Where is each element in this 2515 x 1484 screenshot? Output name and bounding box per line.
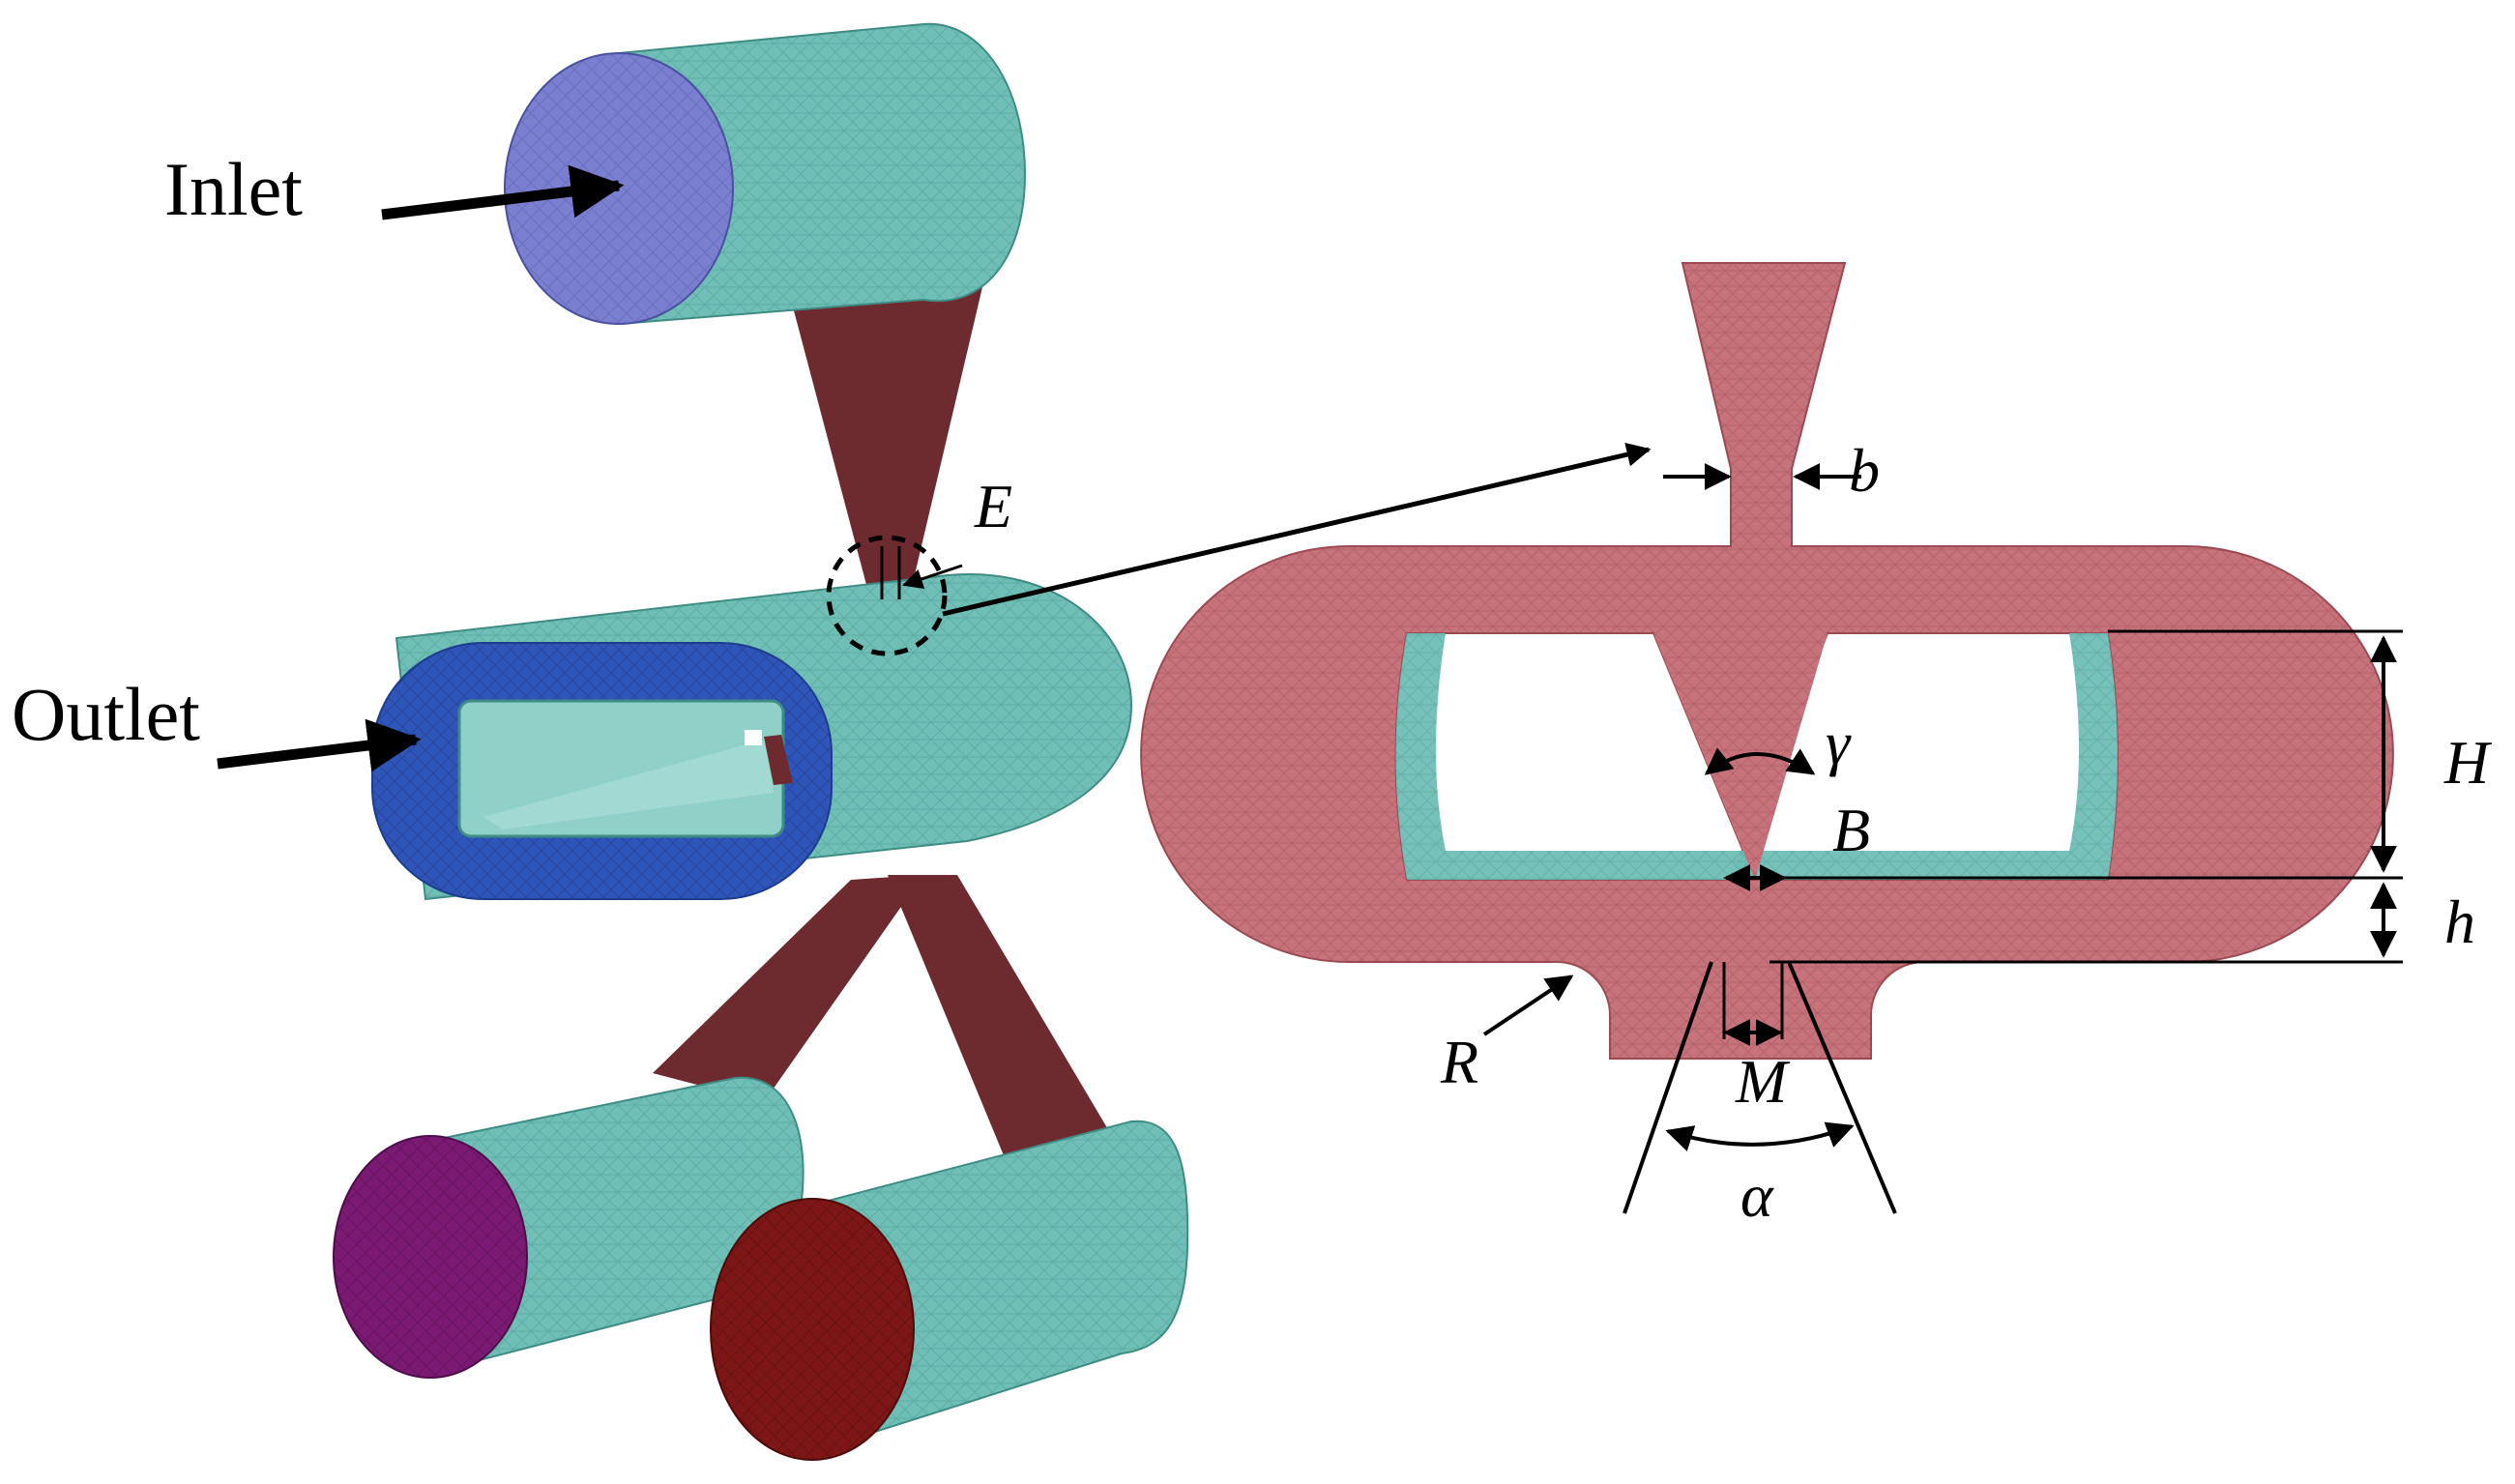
bottom-right-cylinder bbox=[710, 1120, 1189, 1461]
m-label: M bbox=[1735, 1047, 1791, 1116]
b-lower-label: b bbox=[1849, 436, 1880, 505]
gamma-arc bbox=[1704, 747, 1816, 775]
e-arrow bbox=[902, 564, 963, 589]
alpha-label: α bbox=[1740, 1161, 1774, 1230]
h-upper-label: H bbox=[2443, 728, 2493, 797]
lower-funnel-right bbox=[888, 875, 1112, 1160]
detail-leader-arrow bbox=[942, 442, 1652, 617]
b-upper-label: B bbox=[1832, 796, 1870, 864]
purple-face bbox=[333, 1135, 528, 1379]
lower-funnel-left bbox=[653, 875, 923, 1102]
detail-circle-e bbox=[826, 535, 948, 656]
r-arrow bbox=[1482, 975, 1574, 1036]
assembly-3d bbox=[217, 22, 1652, 1461]
section-view bbox=[1140, 262, 2403, 1214]
inlet-arrow bbox=[381, 164, 625, 220]
outlet-label: Outlet bbox=[12, 672, 200, 756]
e-label: E bbox=[974, 472, 1012, 540]
outlet-arrow bbox=[217, 718, 422, 772]
bottom-left-cylinder bbox=[333, 1076, 804, 1379]
cavity-right-wall bbox=[1731, 633, 2118, 880]
gamma-label: γ bbox=[1826, 709, 1852, 777]
inlet-cylinder bbox=[504, 22, 1027, 326]
cavity-left-wall bbox=[1395, 633, 1755, 880]
outlet-body bbox=[371, 573, 1133, 901]
h-lower-label: h bbox=[2444, 887, 2475, 956]
r-label: R bbox=[1440, 1028, 1478, 1096]
inlet-label: Inlet bbox=[164, 147, 303, 231]
dark-red-face bbox=[710, 1198, 915, 1461]
alpha-arc bbox=[1665, 1121, 1855, 1151]
